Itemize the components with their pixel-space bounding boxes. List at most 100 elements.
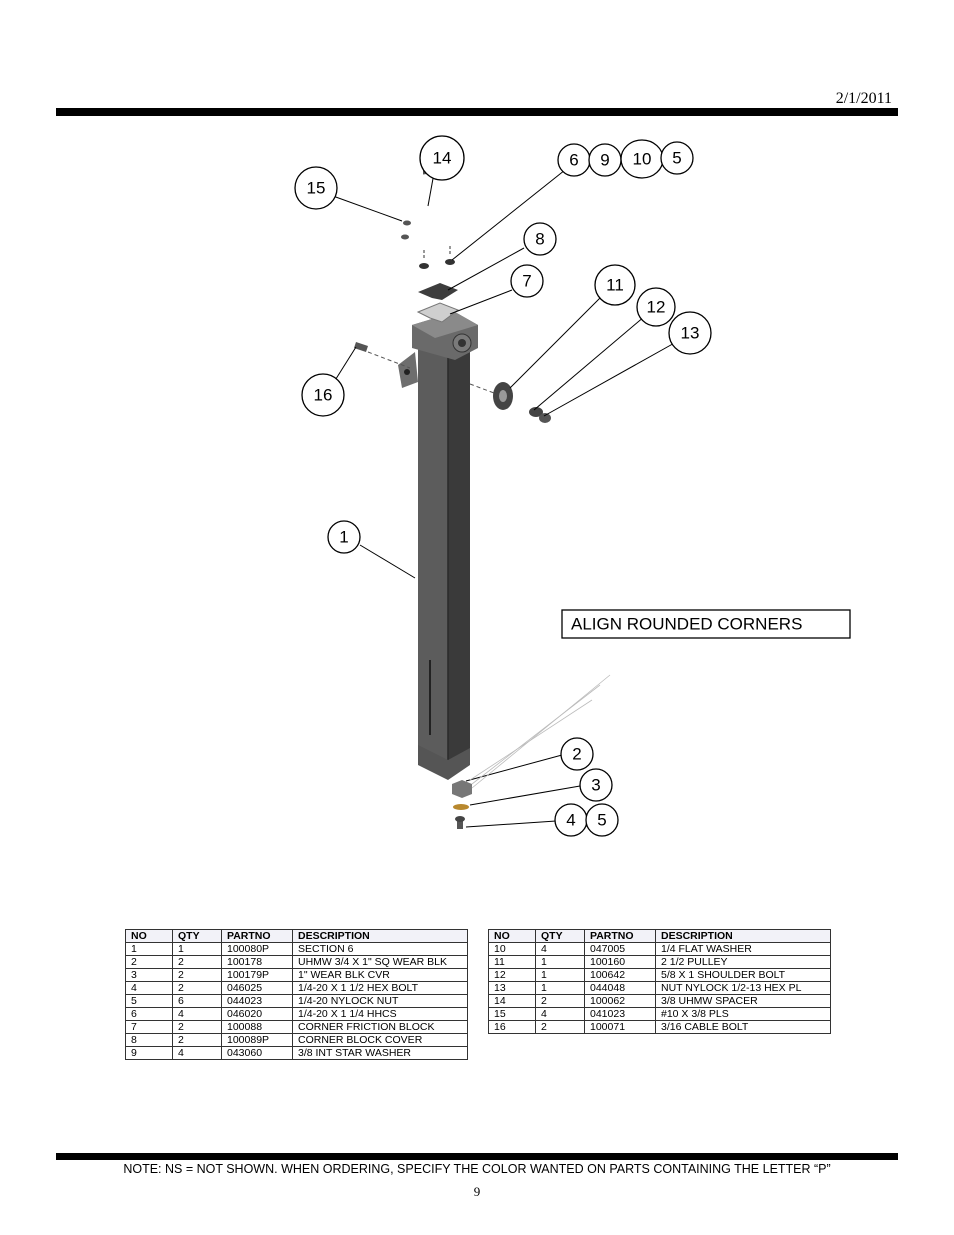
cell-no: 4	[125, 981, 173, 995]
cell-description: CORNER BLOCK COVER	[292, 1033, 468, 1047]
callout-13: 13	[681, 324, 700, 343]
cell-partno: 100071	[584, 1020, 656, 1034]
callout-14: 14	[433, 149, 452, 168]
cell-no: 9	[125, 1046, 173, 1060]
callout-3: 3	[591, 776, 600, 795]
pls-screws	[401, 220, 411, 240]
cell-qty: 6	[172, 994, 222, 1008]
cell-qty: 2	[172, 968, 222, 982]
cell-partno: 100179P	[221, 968, 293, 982]
column-header-description: DESCRIPTION	[292, 929, 468, 943]
cell-qty: 2	[172, 981, 222, 995]
cell-partno: 044023	[221, 994, 293, 1008]
cable-bolt	[354, 342, 411, 369]
cell-qty: 4	[172, 1046, 222, 1060]
corner-block-cover	[418, 283, 458, 300]
cell-qty: 4	[535, 942, 585, 956]
cell-description: 1/4-20 X 1 1/4 HHCS	[292, 1007, 468, 1021]
document-date: 2/1/2011	[835, 90, 892, 107]
cell-no: 12	[488, 968, 536, 982]
cell-qty: 4	[172, 1007, 222, 1021]
shoulder-bolt-and-nut	[529, 407, 551, 423]
cell-qty: 1	[535, 955, 585, 969]
corner-alignment-guides	[469, 674, 611, 789]
cell-qty: 2	[172, 1020, 222, 1034]
cell-description: 3/8 UHMW SPACER	[655, 994, 831, 1008]
hhcs-bolts	[419, 246, 455, 269]
cell-partno: 046025	[221, 981, 293, 995]
cell-no: 2	[125, 955, 173, 969]
cell-partno: 046020	[221, 1007, 293, 1021]
cell-description: 1/4-20 NYLOCK NUT	[292, 994, 468, 1008]
table-header-row: NO QTY PARTNO DESCRIPTION	[125, 929, 468, 943]
callout-5-top: 5	[672, 149, 681, 168]
cell-partno: 047005	[584, 942, 656, 956]
column-header-partno: PARTNO	[584, 929, 656, 943]
cell-no: 16	[488, 1020, 536, 1034]
cell-no: 8	[125, 1033, 173, 1047]
callout-2: 2	[572, 745, 581, 764]
callout-12: 12	[647, 298, 666, 317]
cell-qty: 1	[535, 981, 585, 995]
cell-partno: 100088	[221, 1020, 293, 1034]
column-header-description: DESCRIPTION	[655, 929, 831, 943]
cell-partno: 043060	[221, 1046, 293, 1060]
callout-10: 10	[633, 150, 652, 169]
cell-no: 11	[488, 955, 536, 969]
cell-description: 3/8 INT STAR WASHER	[292, 1046, 468, 1060]
cell-no: 14	[488, 994, 536, 1008]
cell-description: NUT NYLOCK 1/2-13 HEX PL	[655, 981, 831, 995]
cell-no: 13	[488, 981, 536, 995]
callout-5-bottom: 5	[597, 811, 606, 830]
cell-qty: 2	[535, 994, 585, 1008]
align-note-text: ALIGN ROUNDED CORNERS	[571, 615, 802, 634]
cell-description: UHMW 3/4 X 1" SQ WEAR BLK	[292, 955, 468, 969]
cell-no: 7	[125, 1020, 173, 1034]
cell-description: 1/4-20 X 1 1/2 HEX BOLT	[292, 981, 468, 995]
cell-description: 5/8 X 1 SHOULDER BOLT	[655, 968, 831, 982]
ordering-note: NOTE: NS = NOT SHOWN. WHEN ORDERING, SPE…	[123, 1162, 831, 1176]
callout-7: 7	[522, 272, 531, 291]
column-section-6	[398, 312, 478, 780]
cell-description: 1/4 FLAT WASHER	[655, 942, 831, 956]
cell-description: #10 X 3/8 PLS	[655, 1007, 831, 1021]
cell-qty: 1	[535, 968, 585, 982]
cell-partno: 100080P	[221, 942, 293, 956]
table-header-row: NO QTY PARTNO DESCRIPTION	[488, 929, 831, 943]
callout-4: 4	[566, 811, 575, 830]
column-header-partno: PARTNO	[221, 929, 293, 943]
cell-description: SECTION 6	[292, 942, 468, 956]
cell-description: CORNER FRICTION BLOCK	[292, 1020, 468, 1034]
column-header-qty: QTY	[172, 929, 222, 943]
cell-no: 6	[125, 1007, 173, 1021]
cell-no: 5	[125, 994, 173, 1008]
header-rule	[56, 108, 898, 116]
cell-no: 3	[125, 968, 173, 982]
column-header-no: NO	[125, 929, 173, 943]
cell-qty: 2	[172, 955, 222, 969]
callout-9: 9	[600, 151, 609, 170]
cell-no: 15	[488, 1007, 536, 1021]
cell-partno: 100178	[221, 955, 293, 969]
pulley	[469, 382, 513, 410]
callout-circles	[294, 135, 712, 837]
cell-partno: 100160	[584, 955, 656, 969]
column-header-qty: QTY	[535, 929, 585, 943]
cell-qty: 1	[172, 942, 222, 956]
callout-8: 8	[535, 230, 544, 249]
corner-friction-block	[416, 302, 460, 323]
